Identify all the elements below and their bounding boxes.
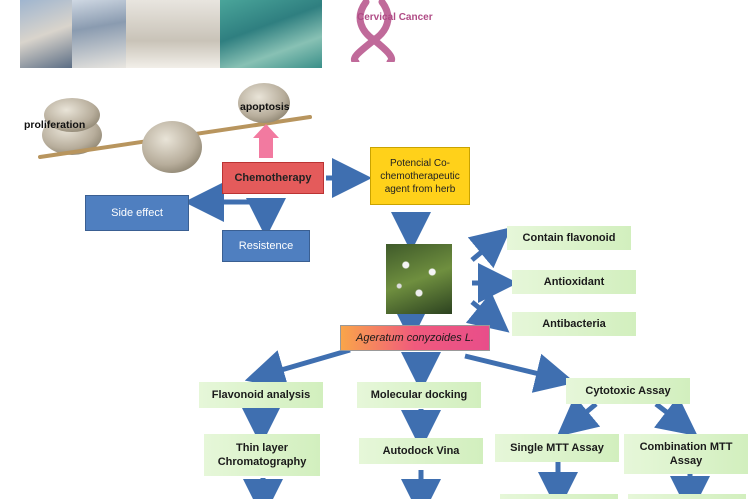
balance-illustration bbox=[38, 83, 312, 173]
resistence-box: Resistence bbox=[222, 230, 310, 262]
combination-mtt-assay-box: Combination MTT Assay bbox=[624, 434, 748, 474]
single-mtt-assay-box: Single MTT Assay bbox=[495, 434, 619, 462]
flavonoid-analysis-box: Flavonoid analysis bbox=[199, 382, 323, 408]
thin-layer-chromatography-box: Thin layer Chromatography bbox=[204, 434, 320, 476]
cochemo-agent-box: Potencial Co-chemotherapeutic agent from… bbox=[370, 147, 470, 205]
apoptosis-label: apoptosis bbox=[240, 101, 290, 113]
antibacteria-box: Antibacteria bbox=[512, 312, 636, 336]
bottom-cutoff-box-1 bbox=[500, 494, 618, 499]
patient-photo-1 bbox=[20, 0, 72, 68]
ageratum-box: Ageratum conyzoides L. bbox=[340, 325, 490, 351]
cytotoxic-assay-box: Cytotoxic Assay bbox=[566, 378, 690, 404]
patient-photo-2 bbox=[72, 0, 126, 68]
ageratum-plant-photo bbox=[386, 244, 452, 314]
contain-flavonoid-box: Contain flavonoid bbox=[507, 226, 631, 250]
molecular-docking-box: Molecular docking bbox=[357, 382, 481, 408]
chemotherapy-box: Chemotherapy bbox=[222, 162, 324, 194]
bottom-cutoff-box-2 bbox=[628, 494, 746, 499]
scanner-photo bbox=[126, 0, 220, 68]
side-effect-box: Side effect bbox=[85, 195, 189, 231]
surgery-photo bbox=[220, 0, 322, 68]
antioxidant-box: Antioxidant bbox=[512, 270, 636, 294]
proliferation-label: proliferation bbox=[24, 119, 86, 131]
cervical-cancer-ribbon-icon bbox=[351, 0, 395, 62]
cervical-cancer-label: Cervical Cancer bbox=[357, 12, 433, 23]
autodock-vina-box: Autodock Vina bbox=[359, 438, 483, 464]
